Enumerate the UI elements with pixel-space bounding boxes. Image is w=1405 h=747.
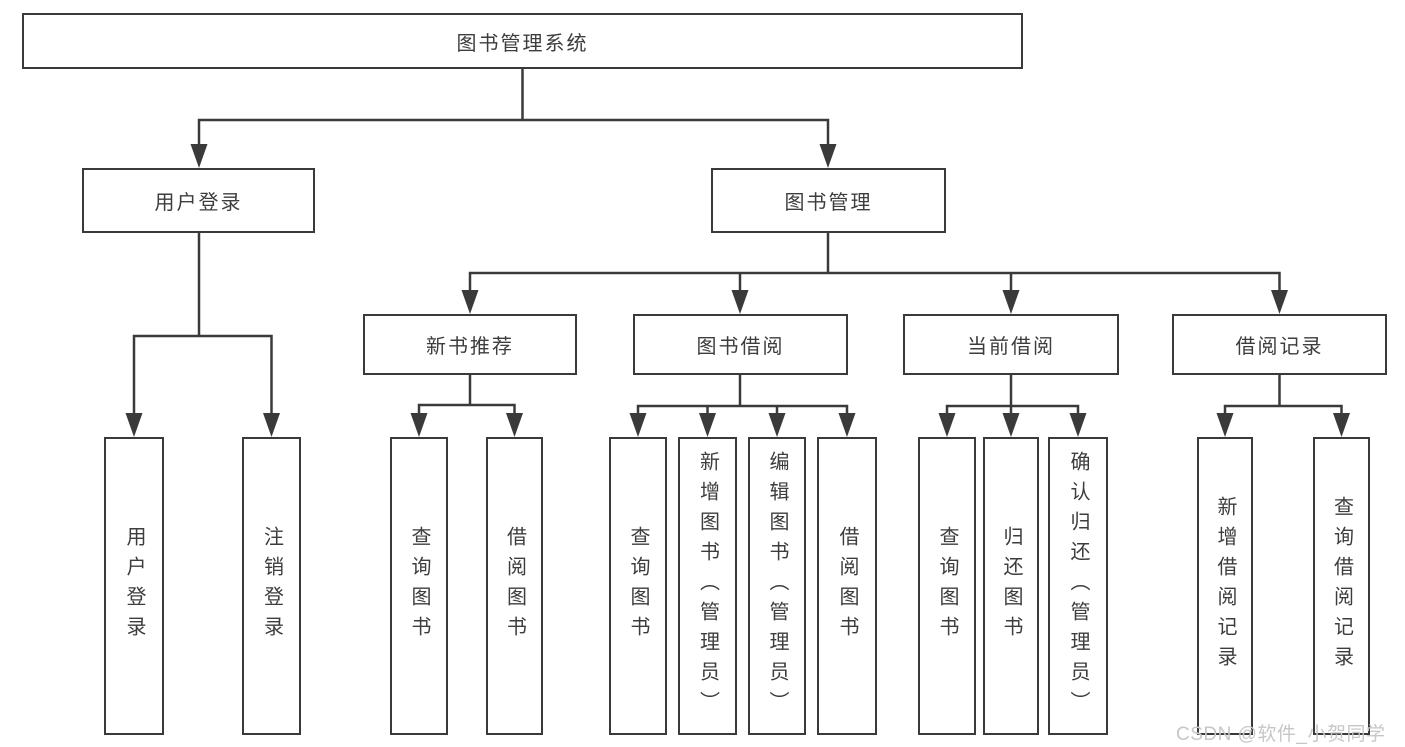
node-library-system-root: 图书管理系统	[22, 13, 1023, 69]
arrowhead	[190, 144, 208, 168]
arrowhead	[1002, 290, 1020, 314]
edge-newbook-to-leaves	[417, 373, 516, 418]
node-query-books-borrow: 查询图书	[609, 437, 667, 735]
node-label: 用户登录	[123, 526, 145, 646]
node-label: 图书管理	[784, 192, 873, 214]
node-label: 用户登录	[154, 192, 243, 214]
node-new-book-recommend: 新书推荐	[363, 314, 577, 375]
arrowhead	[1069, 413, 1087, 437]
node-label: 借阅记录	[1235, 336, 1324, 358]
node-logout: 注销登录	[242, 437, 301, 735]
node-label: 查询借阅记录	[1330, 496, 1353, 676]
node-current-borrow: 当前借阅	[903, 314, 1119, 375]
node-label: 确认归还（管理员）	[1067, 451, 1089, 721]
node-label: 归还图书	[1000, 526, 1022, 646]
node-book-management: 图书管理	[711, 168, 946, 233]
node-label: 编辑图书（管理员）	[766, 451, 788, 721]
arrowhead	[461, 290, 479, 314]
node-borrow-books-newbook: 借阅图书	[486, 437, 543, 735]
node-query-books-current: 查询图书	[918, 437, 976, 735]
node-label: 当前借阅	[967, 336, 1055, 358]
arrowhead	[699, 413, 716, 437]
node-book-borrow: 图书借阅	[633, 314, 848, 375]
arrowhead	[410, 413, 428, 437]
node-confirm-return-admin: 确认归还（管理员）	[1048, 437, 1108, 735]
node-label: 图书借阅	[696, 336, 785, 358]
arrowhead	[1216, 413, 1234, 437]
edge-bookmgmt-to-level3	[468, 231, 1281, 294]
node-label: 查询图书	[408, 526, 430, 646]
node-query-borrow-record: 查询借阅记录	[1313, 437, 1370, 735]
node-label: 借阅图书	[836, 526, 858, 646]
arrowhead	[768, 413, 786, 437]
node-label: 图书管理系统	[456, 32, 589, 55]
node-label: 新书推荐	[426, 336, 514, 358]
arrowhead	[263, 413, 280, 437]
node-user-login: 用户登录	[82, 168, 315, 233]
arrowhead	[506, 413, 523, 437]
node-label: 查询图书	[936, 526, 958, 646]
arrowhead	[731, 290, 749, 314]
edge-records-to-leaves	[1223, 373, 1343, 418]
node-add-books-admin: 新增图书（管理员）	[678, 437, 737, 735]
edge-root-to-level2	[197, 67, 830, 148]
edge-bookborrow-to-leaves	[636, 373, 849, 418]
arrowhead	[125, 413, 143, 437]
node-label: 新增图书（管理员）	[696, 451, 719, 721]
node-label: 注销登录	[260, 526, 283, 646]
arrowhead	[938, 413, 956, 437]
node-add-borrow-record: 新增借阅记录	[1197, 437, 1253, 735]
arrowhead	[1271, 290, 1288, 314]
node-borrow-records: 借阅记录	[1172, 314, 1387, 375]
edge-currentborrow-to-leaves	[945, 373, 1080, 418]
csdn-watermark: CSDN @软件_小贺同学	[1176, 724, 1386, 745]
arrowhead	[819, 144, 837, 168]
arrowhead	[838, 413, 856, 437]
node-label: 新增借阅记录	[1214, 496, 1236, 676]
edge-userlogin-to-leaves	[132, 231, 273, 418]
node-user-login-action: 用户登录	[104, 437, 164, 735]
arrowhead	[1333, 413, 1350, 437]
node-query-books-newbook: 查询图书	[390, 437, 448, 735]
arrowhead	[1002, 413, 1020, 437]
node-label: 查询图书	[627, 526, 649, 646]
node-return-books: 归还图书	[983, 437, 1039, 735]
node-edit-books-admin: 编辑图书（管理员）	[748, 437, 806, 735]
arrowhead	[629, 413, 647, 437]
node-label: 借阅图书	[503, 526, 526, 646]
node-borrow-books-borrow: 借阅图书	[817, 437, 877, 735]
